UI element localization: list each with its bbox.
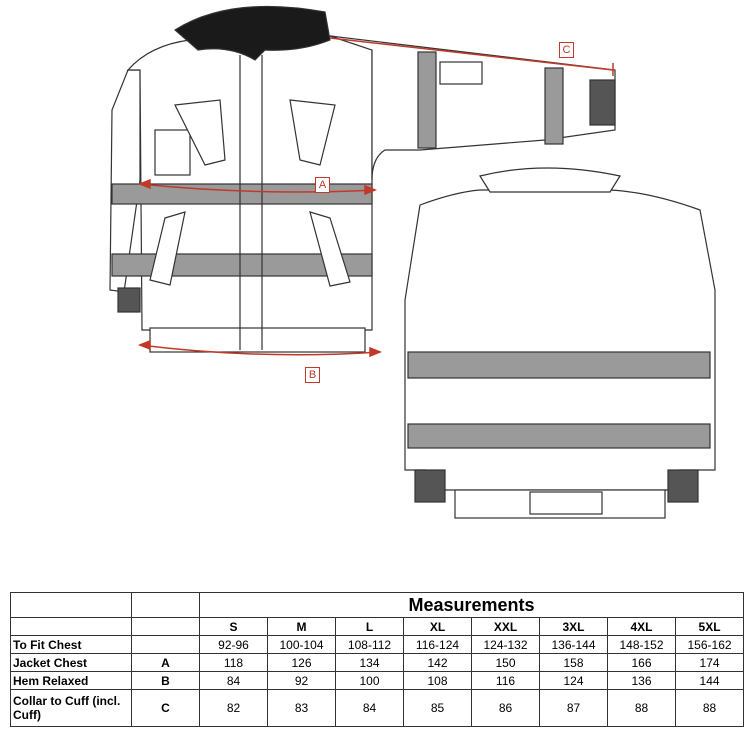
table-cell: 82 <box>199 689 268 727</box>
size-header: XXL <box>471 617 540 636</box>
table-cell: 118 <box>199 653 268 672</box>
table-cell: 87 <box>539 689 608 727</box>
row-label: Jacket Chest <box>10 653 132 672</box>
front-left-cuff <box>117 287 141 313</box>
table-cell: 144 <box>674 671 745 690</box>
dimension-arrow-c <box>329 37 614 71</box>
table-cell: 84 <box>199 671 268 690</box>
back-right-cuff <box>667 469 699 503</box>
table-title: Measurements <box>198 592 745 618</box>
table-cell: 166 <box>607 653 676 672</box>
front-chest-pocket <box>154 129 191 176</box>
table-cell: 126 <box>267 653 336 672</box>
table-cell: 108-112 <box>335 635 404 654</box>
dimension-label-c: C <box>559 42 574 58</box>
size-header: 4XL <box>607 617 676 636</box>
row-code: A <box>131 653 200 672</box>
size-header: L <box>335 617 404 636</box>
size-header: XL <box>403 617 472 636</box>
table-cell: 148-152 <box>607 635 676 654</box>
table-cell: 100-104 <box>267 635 336 654</box>
table-row: Collar to Cuff (incl. Cuff) C 82 83 84 8… <box>10 689 745 727</box>
jacket-technical-drawing <box>109 5 716 519</box>
table-cell: 134 <box>335 653 404 672</box>
row-label: Hem Relaxed <box>10 671 132 690</box>
table-cell: 150 <box>471 653 540 672</box>
table-cell: 124 <box>539 671 608 690</box>
table-cell: 142 <box>403 653 472 672</box>
table-row: Jacket Chest A 118 126 134 142 150 158 1… <box>10 653 745 672</box>
measurements-table: Measurements S M L XL XXL 3XL 4XL 5XL To… <box>10 592 745 727</box>
front-band-upper <box>111 183 373 205</box>
back-left-cuff <box>414 469 446 503</box>
table-cell: 85 <box>403 689 472 727</box>
size-header: S <box>199 617 268 636</box>
row-code: B <box>131 671 200 690</box>
size-header: M <box>267 617 336 636</box>
dimension-label-b: B <box>305 367 320 383</box>
table-cell: 124-132 <box>471 635 540 654</box>
table-cell: 86 <box>471 689 540 727</box>
front-collar <box>173 5 331 61</box>
table-cell: 136 <box>607 671 676 690</box>
front-hem <box>149 327 366 353</box>
table-cell: 84 <box>335 689 404 727</box>
size-header: 3XL <box>539 617 608 636</box>
table-cell: 83 <box>267 689 336 727</box>
table-cell: 158 <box>539 653 608 672</box>
dimension-arrow-b <box>139 344 381 356</box>
table-cell: 100 <box>335 671 404 690</box>
table-cell: 88 <box>674 689 745 727</box>
row-label: To Fit Chest <box>10 635 132 654</box>
back-band-upper <box>407 351 711 379</box>
sleeve-band-1 <box>417 51 437 149</box>
size-header: 5XL <box>674 617 745 636</box>
table-cell: 88 <box>607 689 676 727</box>
table-cell: 92-96 <box>199 635 268 654</box>
table-cell: 174 <box>674 653 745 672</box>
table-cell: 116-124 <box>403 635 472 654</box>
row-code <box>131 635 200 654</box>
row-code: C <box>131 689 200 727</box>
row-label: Collar to Cuff (incl. Cuff) <box>10 689 132 727</box>
table-row: To Fit Chest 92-96 100-104 108-112 116-1… <box>10 635 745 654</box>
back-collar <box>479 167 621 193</box>
table-title-row: Measurements <box>10 592 745 618</box>
table-cell: 92 <box>267 671 336 690</box>
table-cell: 116 <box>471 671 540 690</box>
table-row: Hem Relaxed B 84 92 100 108 116 124 136 … <box>10 671 745 690</box>
dimension-label-a: A <box>315 177 330 193</box>
table-cell: 156-162 <box>674 635 745 654</box>
table-cell: 108 <box>403 671 472 690</box>
front-band-lower <box>111 253 373 277</box>
dimension-arrow-a <box>139 183 376 193</box>
back-band-lower <box>407 423 711 449</box>
sleeve-band-2 <box>544 67 564 145</box>
front-right-cuff <box>589 79 616 126</box>
front-body <box>126 35 373 331</box>
size-header-row: S M L XL XXL 3XL 4XL 5XL <box>10 617 745 636</box>
table-cell: 136-144 <box>539 635 608 654</box>
